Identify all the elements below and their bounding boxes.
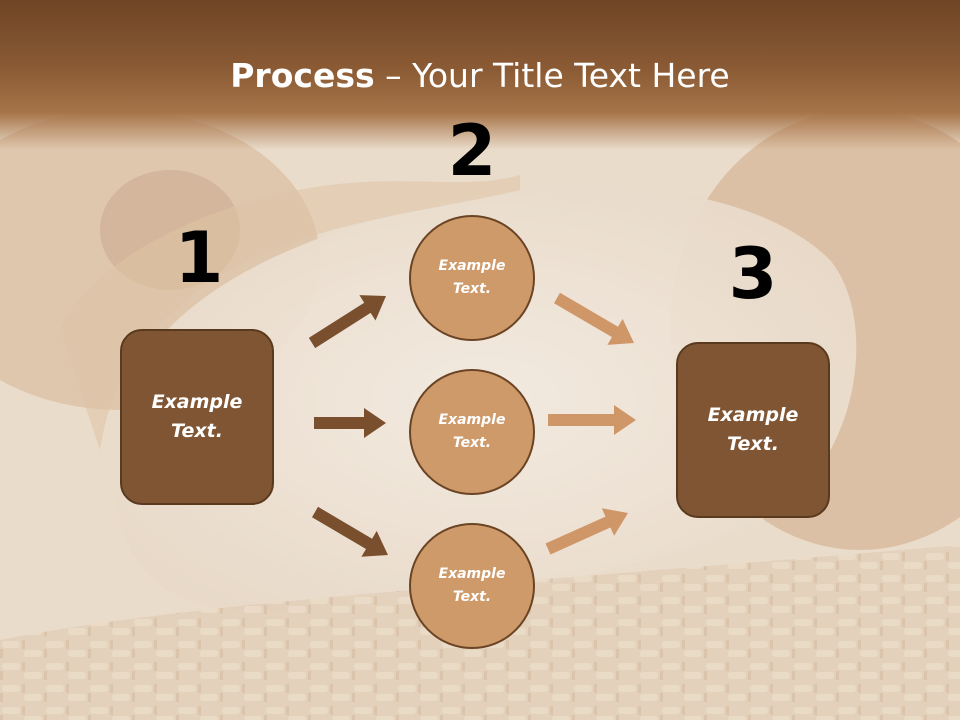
slide-title: Process – Your Title Text Here <box>0 56 960 96</box>
right-box-line2: Text. <box>727 433 779 455</box>
circle-top-line2: Text. <box>452 281 492 297</box>
arrow-top-to-right <box>554 292 634 345</box>
left-box-line2: Text. <box>171 420 223 442</box>
arrow-left-to-middle <box>314 408 386 438</box>
arrow-bottom-to-right <box>545 508 628 555</box>
circle-bottom-line2: Text. <box>452 589 492 605</box>
step-number-1: 1 <box>174 217 224 299</box>
arrow-left-to-bottom <box>312 506 388 557</box>
step-number-3: 3 <box>728 233 778 315</box>
right-box-line1: Example <box>707 404 799 426</box>
circle-middle-line1: Example <box>438 412 506 428</box>
title-rest: – Your Title Text Here <box>374 56 730 95</box>
step-number-2: 2 <box>447 110 497 192</box>
title-band <box>0 0 960 150</box>
arrow-middle-to-right <box>548 405 636 435</box>
circle-middle-line2: Text. <box>452 435 492 451</box>
circle-top-line1: Example <box>438 258 506 274</box>
arrow-left-to-top <box>308 295 386 349</box>
circle-bottom-line1: Example <box>438 566 506 582</box>
title-bold: Process <box>230 56 375 95</box>
left-box-line1: Example <box>151 391 243 413</box>
